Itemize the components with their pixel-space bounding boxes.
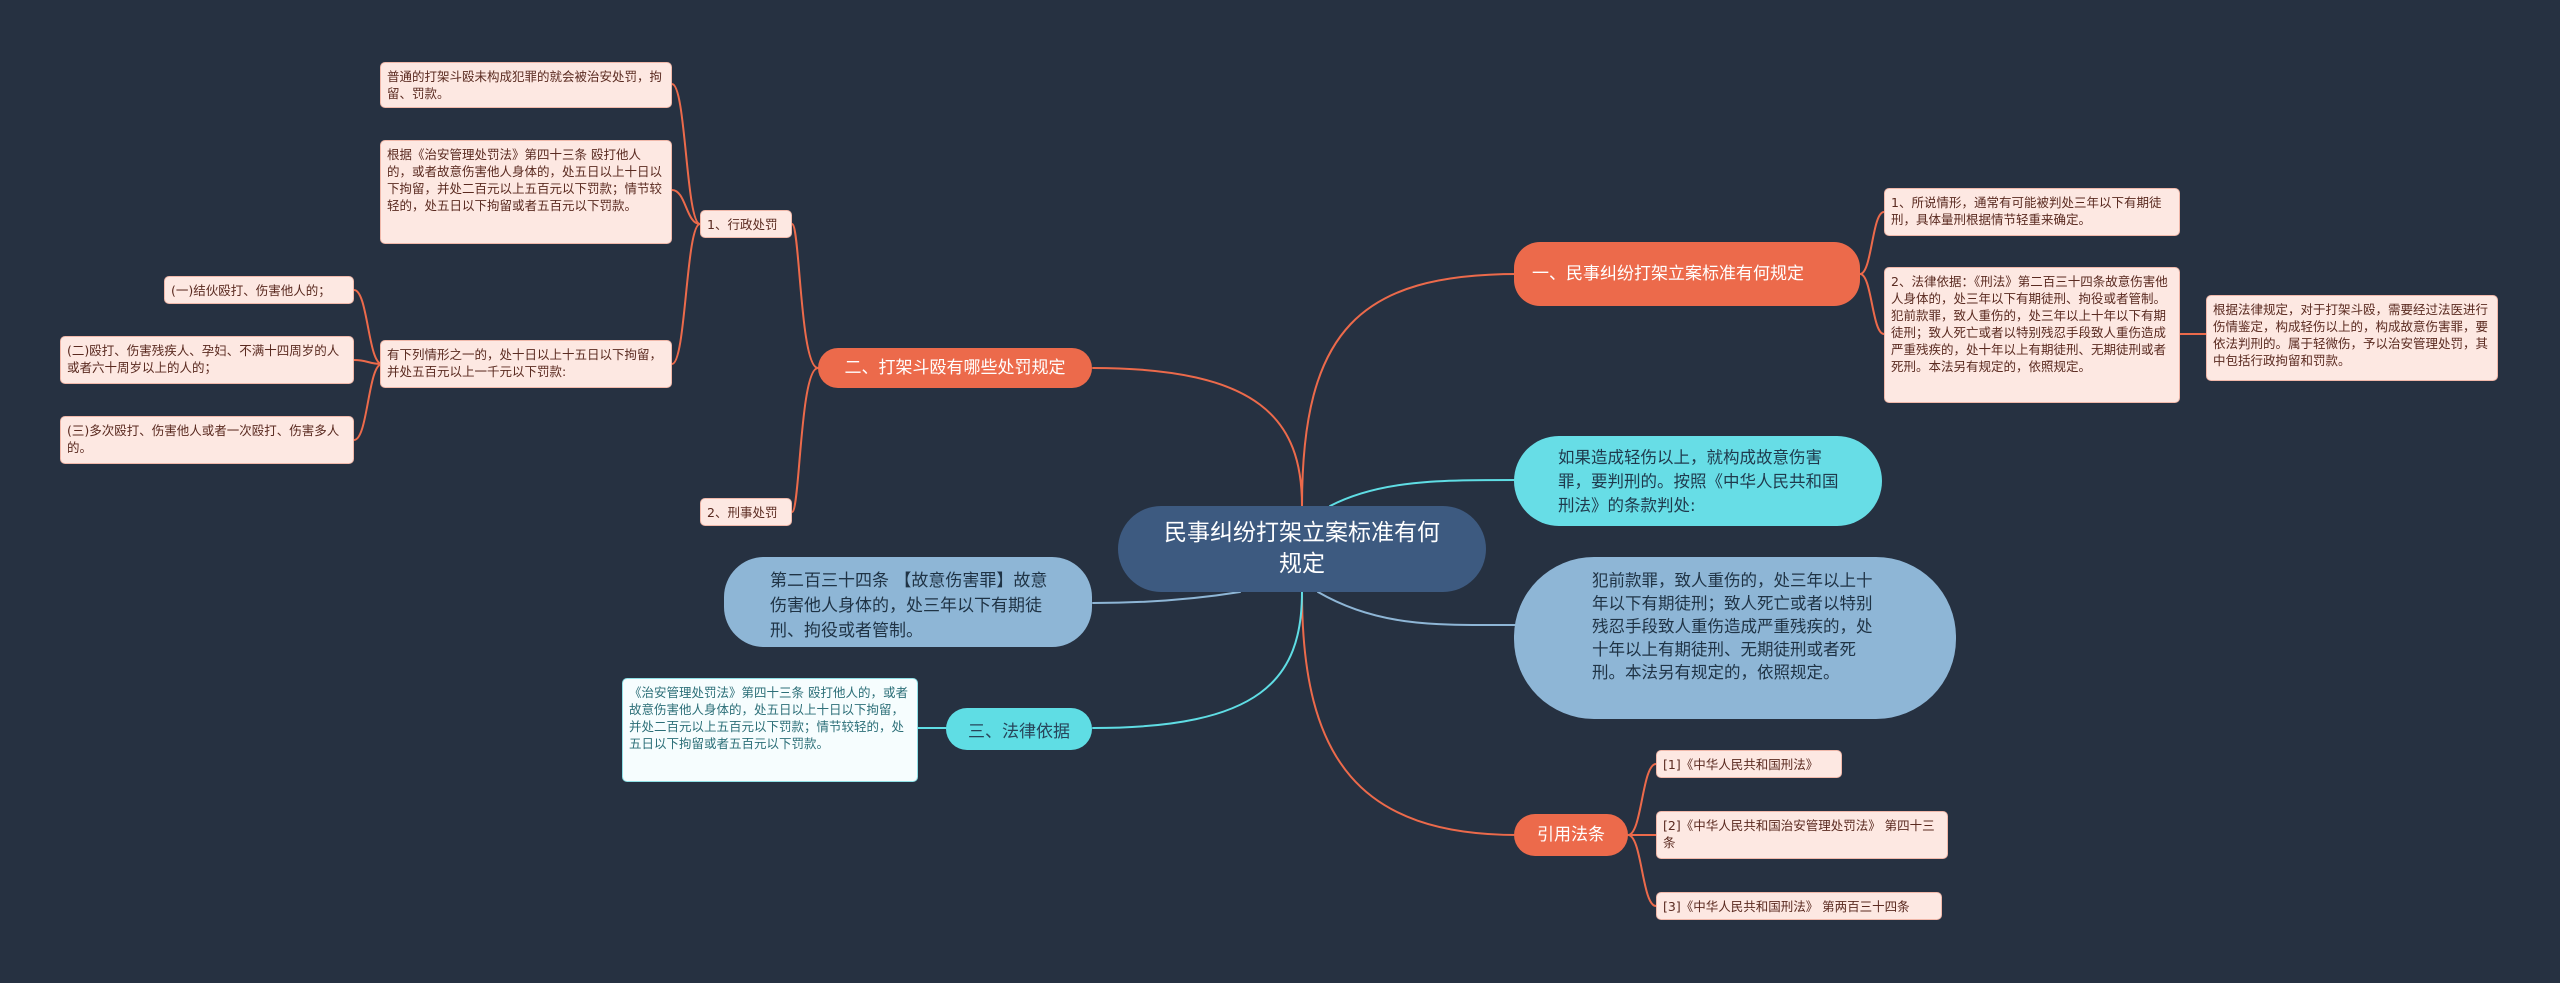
link-root-b3 bbox=[1092, 591, 1303, 729]
ref-item-1[interactable]: [1]《中华人民共和国刑法》 bbox=[1656, 750, 1842, 778]
leaf-law-article-43-text: 《治安管理处罚法》第四十三条 殴打他人的，或者故意伤害他人身体的，处五日以上十日… bbox=[629, 685, 908, 751]
situation-item-3-text: (三)多次殴打、伤害他人或者一次殴打、伤害多人的。 bbox=[67, 423, 340, 455]
link-a3-s1 bbox=[353, 289, 383, 365]
situation-item-3[interactable]: (三)多次殴打、伤害他人或者一次殴打、伤害多人的。 bbox=[60, 416, 354, 464]
link-b1-leaf1 bbox=[1859, 211, 1885, 275]
node-administrative-penalty-text: 1、行政处罚 bbox=[707, 217, 778, 232]
link-b2-criminal bbox=[791, 367, 819, 513]
leaf-sentencing-note-text: 1、所说情形，通常有可能被判处三年以下有期徒刑，具体量刑根据情节轻重来确定。 bbox=[1891, 195, 2162, 227]
situation-item-2-text: (二)殴打、伤害残疾人、孕妇、不满十四周岁的人或者六十周岁以上的人的； bbox=[67, 343, 340, 375]
situation-item-1[interactable]: (一)结伙殴打、伤害他人的； bbox=[164, 276, 354, 304]
leaf-aggravating-circumstances[interactable]: 有下列情形之一的，处十日以上十五日以下拘留，并处五百元以上一千元以下罚款: bbox=[380, 340, 672, 388]
link-root-refs bbox=[1301, 591, 1519, 836]
link-root-b1 bbox=[1301, 273, 1519, 507]
leaf-public-security-penalty[interactable]: 普通的打架斗殴未构成犯罪的就会被治安处罚，拘留、罚款。 bbox=[380, 62, 672, 108]
link-root-b2 bbox=[1092, 367, 1303, 507]
leaf-public-security-penalty-text: 普通的打架斗殴未构成犯罪的就会被治安处罚，拘留、罚款。 bbox=[387, 69, 663, 101]
bubble-minor-injury-crime-text: 如果造成轻伤以上，就构成故意伤害罪，要判刑的。按照《中华人民共和国刑法》的条款判… bbox=[1558, 448, 1839, 515]
bubble-serious-injury-clause-text: 犯前款罪，致人重伤的，处三年以上十年以下有期徒刑；致人死亡或者以特别残忍手段致人… bbox=[1592, 571, 1873, 682]
ref-item-3[interactable]: [3]《中华人民共和国刑法》 第两百三十四条 bbox=[1656, 892, 1942, 920]
branch-legal-basis-label: 三、法律依据 bbox=[968, 721, 1070, 742]
leaf-aggravating-circumstances-text: 有下列情形之一的，处十日以上十五日以下拘留，并处五百元以上一千元以下罚款: bbox=[387, 347, 663, 379]
leaf-article-43-text: 根据《治安管理处罚法》第四十三条 殴打他人的，或者故意伤害他人身体的，处五日以上… bbox=[387, 147, 663, 213]
bubble-article-234-text: 第二百三十四条 【故意伤害罪】故意伤害他人身体的，处三年以下有期徒刑、拘役或者管… bbox=[770, 571, 1048, 641]
bubble-minor-injury-crime[interactable]: 如果造成轻伤以上，就构成故意伤害罪，要判刑的。按照《中华人民共和国刑法》的条款判… bbox=[1514, 436, 1882, 526]
branch-cited-laws[interactable]: 引用法条 bbox=[1514, 814, 1628, 856]
ref-item-3-text: [3]《中华人民共和国刑法》 第两百三十四条 bbox=[1663, 899, 1910, 914]
branch-legal-standard-label: 一、民事纠纷打架立案标准有何规定 bbox=[1532, 264, 1804, 284]
leaf-law-article-43[interactable]: 《治安管理处罚法》第四十三条 殴打他人的，或者故意伤害他人身体的，处五日以上十日… bbox=[622, 678, 918, 782]
situation-item-1-text: (一)结伙殴打、伤害他人的； bbox=[171, 283, 331, 298]
node-criminal-penalty[interactable]: 2、刑事处罚 bbox=[700, 498, 792, 526]
ref-item-1-text: [1]《中华人民共和国刑法》 bbox=[1663, 757, 1819, 772]
central-topic-label: 民事纠纷打架立案标准有何规定 bbox=[1164, 520, 1440, 577]
node-administrative-penalty[interactable]: 1、行政处罚 bbox=[700, 210, 792, 238]
leaf-article-43[interactable]: 根据《治安管理处罚法》第四十三条 殴打他人的，或者故意伤害他人身体的，处五日以上… bbox=[380, 140, 672, 244]
link-root-c3 bbox=[1092, 591, 1241, 604]
link-b2-admin bbox=[791, 223, 819, 369]
link-refs-r1 bbox=[1627, 763, 1657, 836]
leaf-criminal-law-basis[interactable]: 2、法律依据：《刑法》第二百三十四条故意伤害他人身体的，处三年以下有期徒刑、拘役… bbox=[1884, 267, 2180, 403]
link-root-c1 bbox=[1329, 479, 1519, 507]
link-a3-s3 bbox=[353, 363, 383, 441]
ref-item-2[interactable]: [2]《中华人民共和国治安管理处罚法》 第四十三条 bbox=[1656, 811, 1948, 859]
central-topic[interactable]: 民事纠纷打架立案标准有何规定 bbox=[1118, 506, 1486, 592]
leaf-sentencing-note[interactable]: 1、所说情形，通常有可能被判处三年以下有期徒刑，具体量刑根据情节轻重来确定。 bbox=[1884, 188, 2180, 236]
link-root-c2 bbox=[1317, 591, 1519, 627]
link-admin-a2 bbox=[671, 189, 701, 225]
bubble-article-234[interactable]: 第二百三十四条 【故意伤害罪】故意伤害他人身体的，处三年以下有期徒刑、拘役或者管… bbox=[724, 557, 1092, 647]
link-a3-s2 bbox=[353, 359, 383, 365]
leaf-injury-assessment[interactable]: 根据法律规定，对于打架斗殴，需要经过法医进行伤情鉴定，构成轻伤以上的，构成故意伤… bbox=[2206, 295, 2498, 381]
branch-fight-penalties[interactable]: 二、打架斗殴有哪些处罚规定 bbox=[818, 348, 1092, 388]
bubble-serious-injury-clause[interactable]: 犯前款罪，致人重伤的，处三年以上十年以下有期徒刑；致人死亡或者以特别残忍手段致人… bbox=[1514, 557, 1956, 719]
link-b1-leaf2 bbox=[1859, 273, 1885, 335]
situation-item-2[interactable]: (二)殴打、伤害残疾人、孕妇、不满十四周岁的人或者六十周岁以上的人的； bbox=[60, 336, 354, 384]
node-criminal-penalty-text: 2、刑事处罚 bbox=[707, 505, 778, 520]
branch-legal-standard[interactable]: 一、民事纠纷打架立案标准有何规定 bbox=[1514, 242, 1860, 306]
leaf-injury-assessment-text: 根据法律规定，对于打架斗殴，需要经过法医进行伤情鉴定，构成轻伤以上的，构成故意伤… bbox=[2213, 302, 2489, 368]
leaf-criminal-law-basis-text: 2、法律依据：《刑法》第二百三十四条故意伤害他人身体的，处三年以下有期徒刑、拘役… bbox=[1891, 274, 2168, 374]
branch-fight-penalties-label: 二、打架斗殴有哪些处罚规定 bbox=[844, 358, 1066, 378]
link-admin-a3 bbox=[671, 223, 701, 365]
branch-cited-laws-label: 引用法条 bbox=[1537, 825, 1605, 845]
link-refs-r3 bbox=[1627, 834, 1657, 907]
branch-legal-basis[interactable]: 三、法律依据 bbox=[946, 708, 1092, 750]
ref-item-2-text: [2]《中华人民共和国治安管理处罚法》 第四十三条 bbox=[1663, 818, 1935, 850]
link-admin-a1 bbox=[671, 83, 701, 225]
